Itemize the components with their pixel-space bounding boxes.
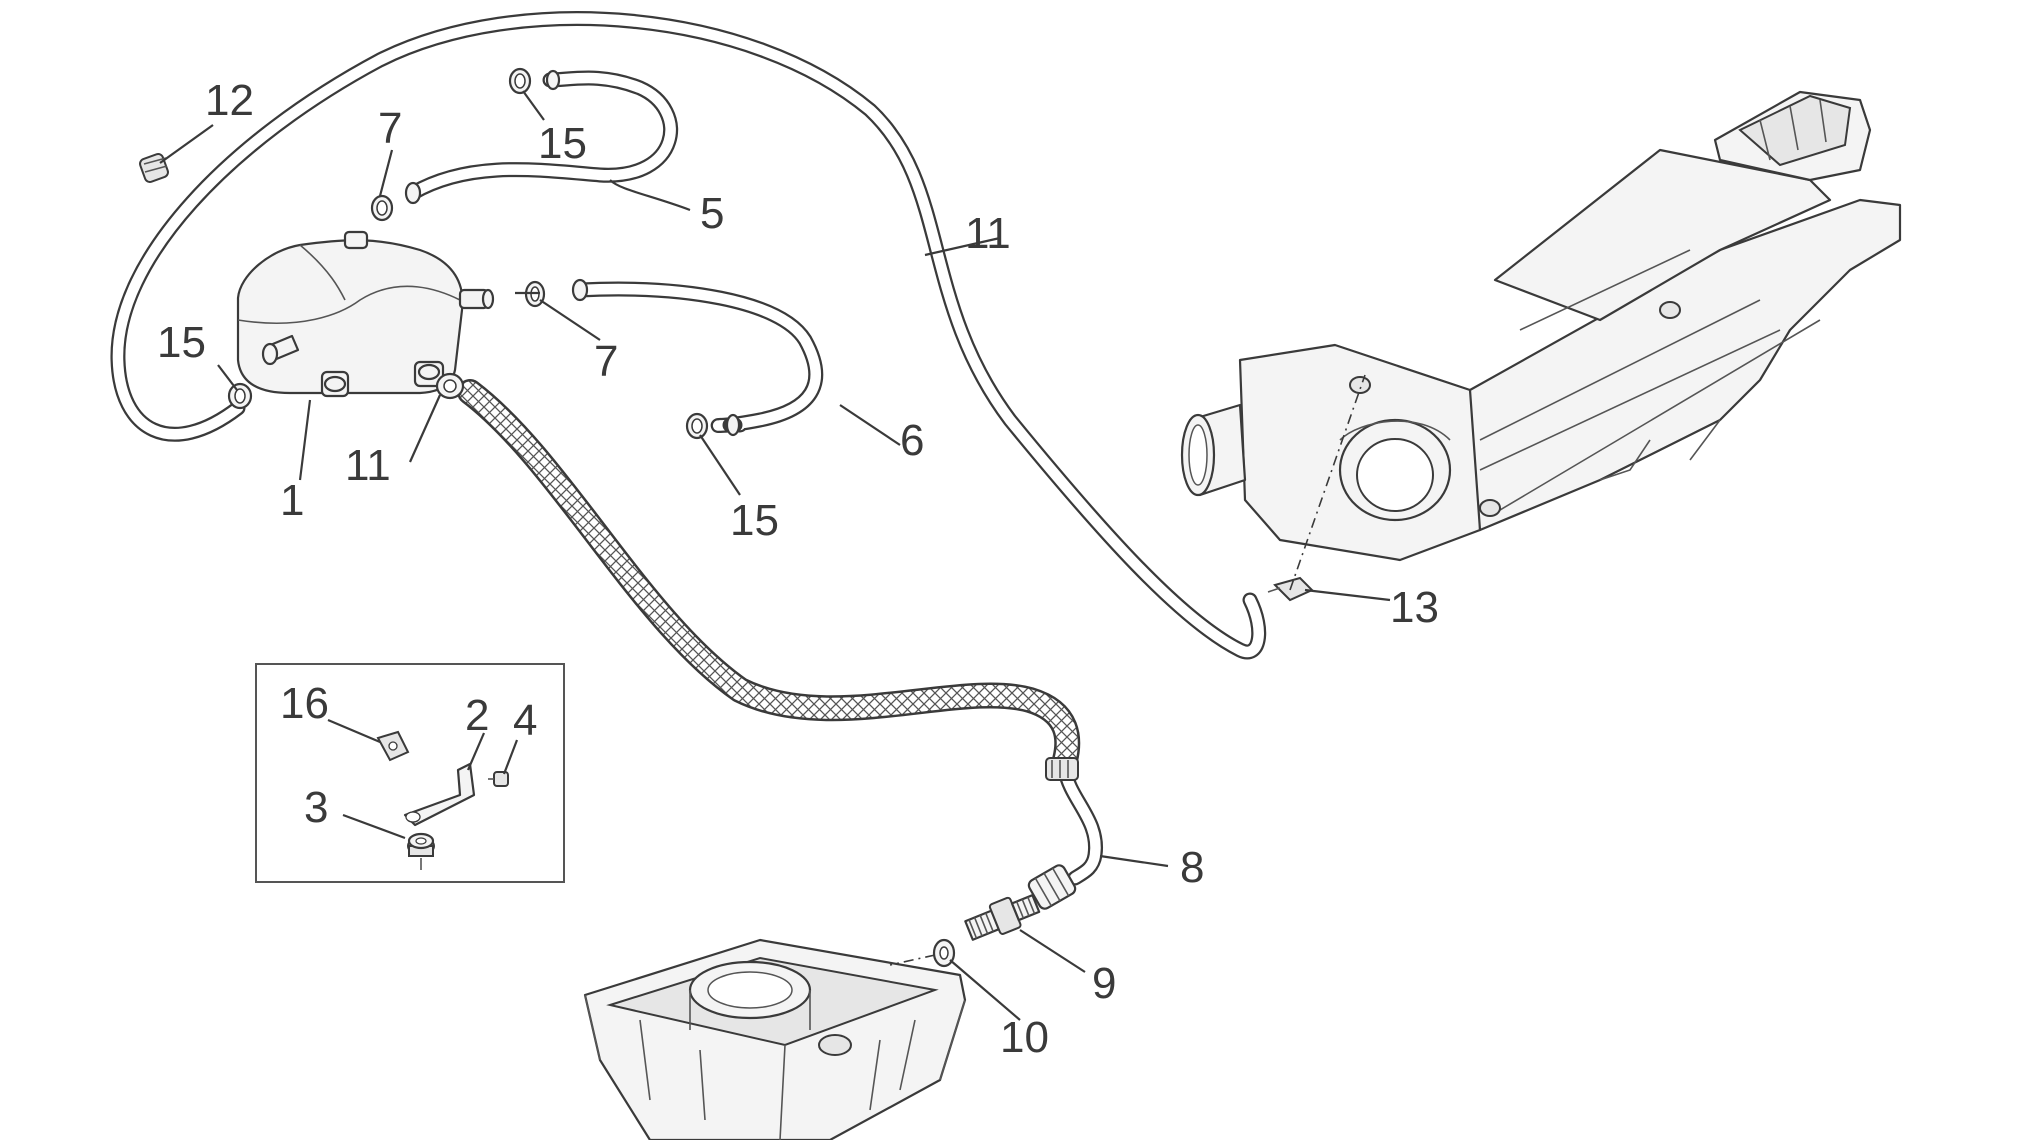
callout-10: 10 xyxy=(1000,1013,1049,1062)
leader-lines xyxy=(159,90,1391,1021)
hose-6 xyxy=(571,278,824,437)
oil-sump xyxy=(583,938,967,1140)
callout-9: 9 xyxy=(1092,959,1116,1008)
nut-16 xyxy=(376,730,410,762)
callout-15-top: 15 xyxy=(538,119,587,168)
clamp-7-right xyxy=(524,280,546,308)
callout-7-top: 7 xyxy=(378,104,402,153)
hose-8-braided xyxy=(457,379,1104,910)
callout-2: 2 xyxy=(465,691,489,740)
callout-7-right: 7 xyxy=(594,337,618,386)
callout-4: 4 xyxy=(513,696,537,745)
grommet-3 xyxy=(407,832,435,870)
clamp-11 xyxy=(435,372,465,400)
air-filter-box xyxy=(1180,90,1902,562)
inset-frame xyxy=(255,663,565,883)
clamp-15-right xyxy=(685,412,709,440)
callout-13: 12 xyxy=(205,76,254,125)
callout-3: 3 xyxy=(304,783,328,832)
callout-8: 8 xyxy=(1180,843,1204,892)
clamp-13 xyxy=(139,153,169,183)
washer-10 xyxy=(932,938,956,968)
callout-15-left: 15 xyxy=(157,318,206,367)
callout-6: 6 xyxy=(900,416,924,465)
screw-4 xyxy=(488,771,509,787)
callout-labels: 12 7 15 5 11 15 7 6 11 1 15 13 16 2 4 3 … xyxy=(157,76,1439,1062)
clamp-7-top xyxy=(370,194,394,222)
callout-12: 11 xyxy=(965,209,1011,258)
callout-15-right: 15 xyxy=(730,496,779,545)
bracket-2 xyxy=(403,762,476,827)
callout-14: 13 xyxy=(1390,583,1439,632)
clamp-15-top xyxy=(508,67,532,95)
hose-5 xyxy=(404,69,679,205)
breather-tank xyxy=(236,230,495,398)
callout-16: 16 xyxy=(280,679,329,728)
fitting-9 xyxy=(964,894,1041,941)
callout-1: 1 xyxy=(280,476,304,525)
hose-12 xyxy=(110,11,1267,660)
callout-11: 11 xyxy=(345,441,391,490)
callout-5: 5 xyxy=(700,189,724,238)
clamp-15-left xyxy=(227,382,253,410)
